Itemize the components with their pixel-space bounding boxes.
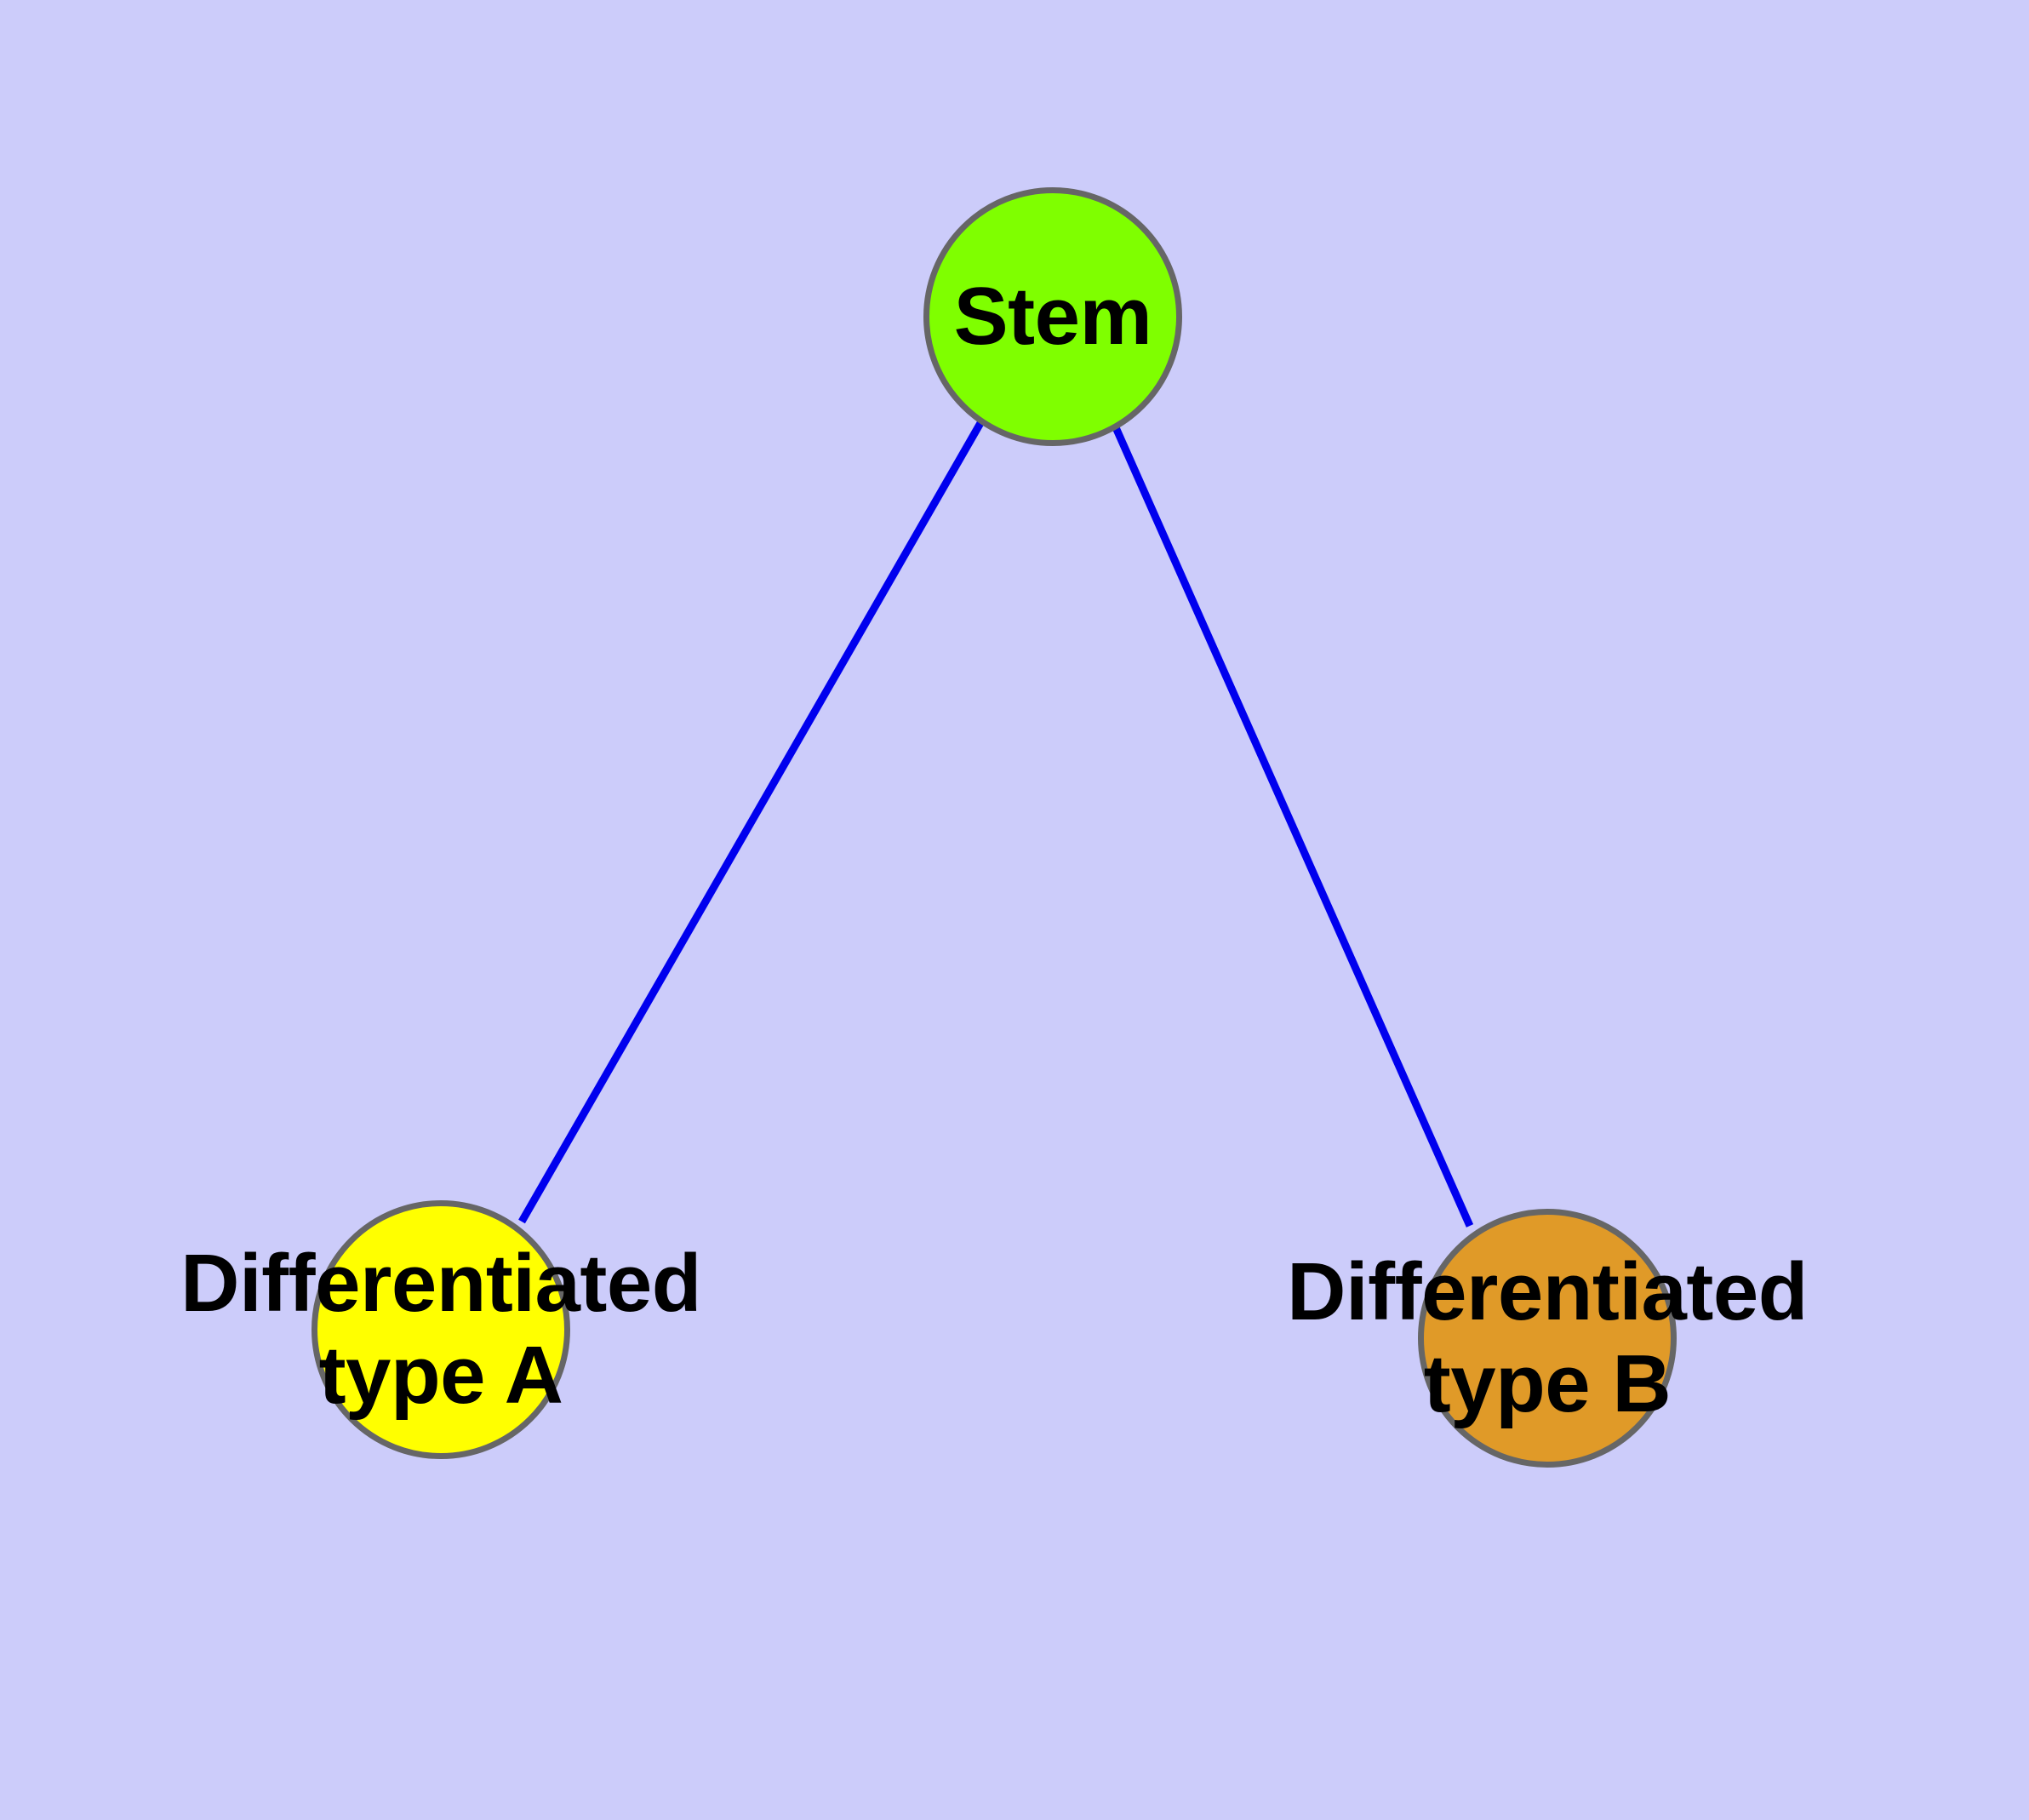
edge-stem-to-differentiated-type-a [518, 421, 984, 1224]
node-label-differentiated-type-b: Differentiated type B [1287, 1246, 1808, 1429]
node-stem[interactable] [923, 187, 1182, 446]
node-label-differentiated-type-a: Differentiated type A [180, 1238, 701, 1421]
edge-stem-to-differentiated-type-b [1111, 424, 1474, 1228]
node-differentiated-type-a[interactable] [311, 1200, 570, 1459]
node-label-stem: Stem [953, 271, 1152, 363]
node-differentiated-type-b[interactable] [1418, 1209, 1677, 1468]
